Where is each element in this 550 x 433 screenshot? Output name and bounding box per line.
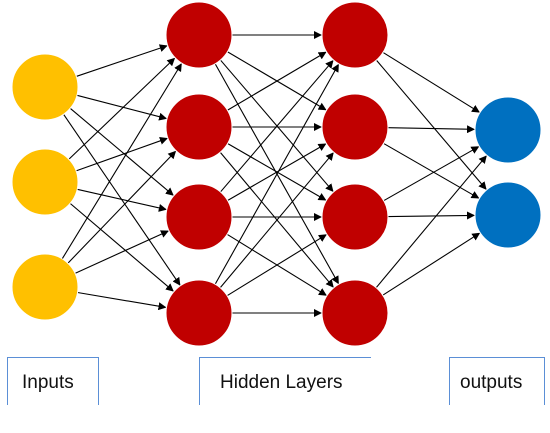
neuron-output-1 — [474, 181, 542, 249]
neuron-hidden-2-2 — [321, 183, 389, 251]
neuron-input-0 — [11, 53, 79, 121]
edge-input-1-to-hidden-1-1 — [75, 137, 168, 172]
neurons — [11, 1, 542, 347]
edge-input-1-to-hidden-1-3 — [69, 202, 174, 292]
edge-input-0-to-hidden-1-1 — [76, 94, 168, 121]
neuron-hidden-2-0 — [321, 1, 389, 69]
hidden-layers-label: Hidden Layers — [199, 357, 371, 405]
edge-input-2-to-hidden-1-3 — [77, 291, 167, 311]
edge-hidden-2-3-to-output-0 — [375, 155, 487, 289]
inputs-label: Inputs — [7, 357, 99, 405]
edge-hidden-2-3-to-output-1 — [382, 232, 481, 296]
neuron-hidden-2-3 — [321, 279, 389, 347]
edge-hidden-1-1-to-hidden-2-0 — [227, 51, 327, 111]
edge-hidden-2-2-to-output-1 — [387, 211, 476, 220]
neuron-input-1 — [11, 148, 79, 216]
edge-hidden-2-1-to-output-0 — [387, 125, 476, 134]
neuron-hidden-1-0 — [165, 1, 233, 69]
edge-hidden-2-0-to-output-0 — [382, 51, 480, 113]
neuron-hidden-2-1 — [321, 93, 389, 161]
connections — [61, 31, 487, 317]
edge-input-1-to-hidden-1-0 — [68, 57, 176, 160]
edge-input-2-to-hidden-1-2 — [74, 230, 169, 274]
edge-hidden-1-3-to-hidden-2-1 — [219, 152, 334, 289]
edge-input-0-to-hidden-1-0 — [76, 44, 168, 77]
neuron-hidden-1-2 — [165, 183, 233, 251]
edge-input-2-to-hidden-1-1 — [67, 150, 177, 264]
outputs-label: outputs — [449, 357, 545, 405]
neuron-hidden-1-3 — [165, 279, 233, 347]
edge-hidden-1-3-to-hidden-2-0 — [214, 63, 339, 285]
neuron-input-2 — [11, 253, 79, 321]
edge-hidden-1-2-to-hidden-2-1 — [227, 143, 327, 201]
neuron-hidden-1-1 — [165, 93, 233, 161]
edge-input-1-to-hidden-1-2 — [77, 188, 167, 212]
edge-hidden-1-2-to-hidden-2-0 — [220, 60, 334, 193]
edge-input-2-to-hidden-1-0 — [61, 63, 182, 260]
edge-hidden-1-3-to-hidden-2-2 — [226, 234, 327, 297]
edge-hidden-2-2-to-output-0 — [383, 146, 480, 202]
edge-hidden-2-0-to-output-1 — [375, 59, 487, 190]
edge-input-0-to-hidden-1-2 — [69, 107, 174, 196]
edge-hidden-2-1-to-output-1 — [383, 142, 480, 199]
neuron-output-0 — [474, 96, 542, 164]
